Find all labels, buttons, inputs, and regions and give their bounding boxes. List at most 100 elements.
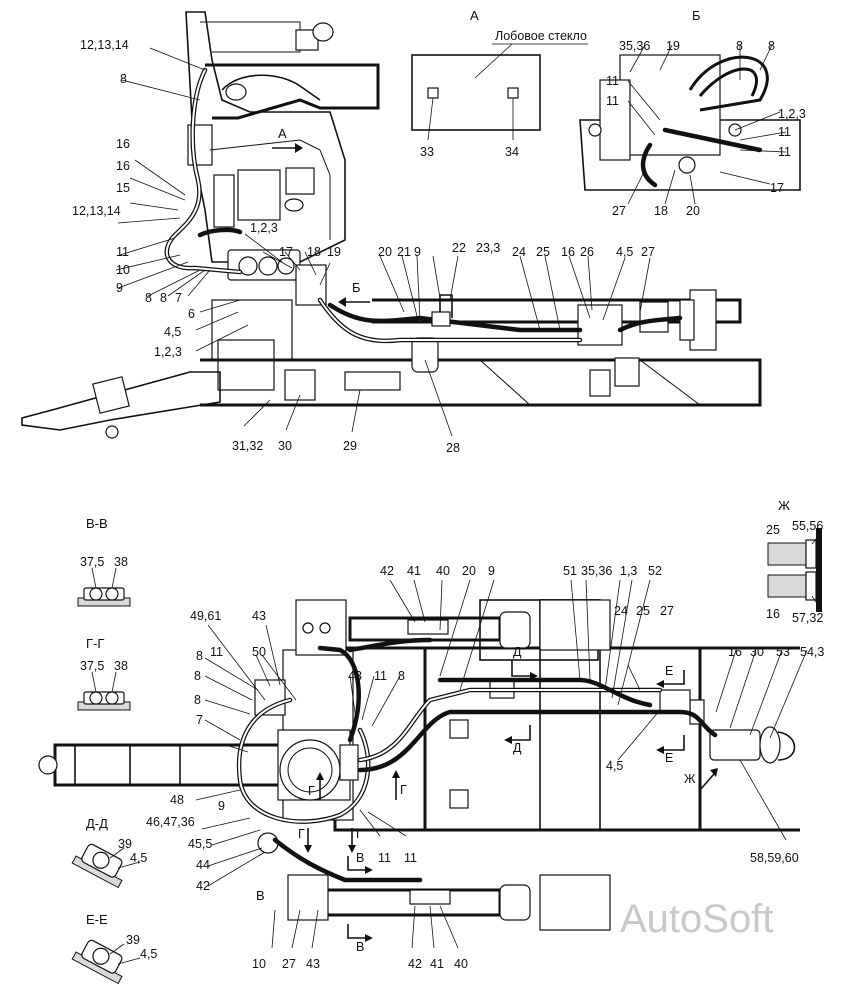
hose-return-bottom xyxy=(357,709,718,773)
zh-nut-2 xyxy=(805,571,817,601)
view-zh-title: Ж xyxy=(778,498,790,513)
top-leader-lines xyxy=(115,47,651,437)
filter xyxy=(344,371,401,391)
gearbox-lower xyxy=(217,339,275,391)
gg-leaders xyxy=(91,671,117,693)
valve-22 xyxy=(431,311,451,327)
part-33 xyxy=(427,87,439,99)
bottom-frame-cross xyxy=(423,648,702,830)
tower-pin-2 xyxy=(319,622,331,634)
label-33: 33 xyxy=(420,145,434,159)
label-40: 40 xyxy=(436,564,450,578)
label-27: 27 xyxy=(282,957,296,971)
label-20: 20 xyxy=(462,564,476,578)
swivel-44 xyxy=(257,832,279,854)
v-arrowhead-1 xyxy=(365,866,373,874)
label-16: 16 xyxy=(116,159,130,173)
boom-curve xyxy=(221,74,321,101)
label-20: 20 xyxy=(378,245,392,259)
zh-arrowhead xyxy=(710,768,718,777)
label-29: 29 xyxy=(343,439,357,453)
frame-rail-upper xyxy=(372,298,742,324)
label-8: 8 xyxy=(768,39,775,53)
distributor-ring xyxy=(287,747,333,793)
label-11: 11 xyxy=(210,645,223,659)
view-a-arrowhead xyxy=(295,143,303,153)
e-arrowhead-2 xyxy=(656,746,664,754)
label-45-5: 45,5 xyxy=(188,837,212,851)
g-arrowhead-1 xyxy=(316,772,324,780)
top-main-view: А Б 12,13,14 8 16 16 15 12,13,14 11 10 9… xyxy=(21,11,762,455)
label-9: 9 xyxy=(116,281,123,295)
label-11: 11 xyxy=(606,74,619,88)
g-arrowhead-4 xyxy=(348,845,356,853)
label-34: 34 xyxy=(505,145,519,159)
label-10: 10 xyxy=(116,263,130,277)
label-9: 9 xyxy=(488,564,495,578)
watermark: AutoSoft xyxy=(620,897,773,941)
d-arrow-2 xyxy=(512,725,531,741)
e-arrow-2 xyxy=(664,735,685,751)
engine-outline xyxy=(209,139,331,240)
zh-label: Ж xyxy=(684,772,696,786)
label-18: 18 xyxy=(307,245,321,259)
right-valve-body xyxy=(577,304,623,346)
clamp-41-top xyxy=(407,619,449,635)
label-51: 51 xyxy=(563,564,577,578)
part-34 xyxy=(507,87,519,99)
frame-rail-lower xyxy=(200,358,762,407)
frame-braces xyxy=(479,359,701,406)
label-10: 10 xyxy=(252,957,266,971)
ram-rings xyxy=(74,745,181,785)
label-42: 42 xyxy=(408,957,422,971)
gg-pipe-1 xyxy=(89,691,103,705)
label-8: 8 xyxy=(196,649,203,663)
view-a-leaders xyxy=(427,97,514,141)
label-58-59-60: 58,59,60 xyxy=(750,851,799,865)
section-gg-title: Г-Г xyxy=(86,636,104,651)
label-43: 43 xyxy=(252,609,266,623)
label-11: 11 xyxy=(378,851,391,865)
label-4-5: 4,5 xyxy=(606,759,623,773)
ram-cylinder xyxy=(53,743,282,787)
clamp-41-bottom xyxy=(409,889,451,905)
label-57-32: 57,32 xyxy=(792,611,823,625)
e-label-2: Е xyxy=(665,751,673,765)
label-28: 28 xyxy=(446,441,460,455)
v-label-2: В xyxy=(356,940,364,954)
cab-roof-detail xyxy=(200,21,301,53)
tower-pin-1 xyxy=(302,622,314,634)
section-dd: Д-Д 39 4,5 xyxy=(71,816,147,889)
label-38: 38 xyxy=(114,659,128,673)
engine-part xyxy=(285,167,315,195)
mirror xyxy=(312,22,334,42)
d-arrowhead-2 xyxy=(504,736,512,744)
view-a: А Лобовое стекло 33 34 xyxy=(411,8,588,159)
hose-upper-right xyxy=(327,302,583,333)
label-4-5: 4,5 xyxy=(616,245,633,259)
output-flange xyxy=(759,726,781,764)
zh-hose-16 xyxy=(767,574,807,598)
vv-pipe-2 xyxy=(105,587,119,601)
coupling xyxy=(639,301,669,333)
label-44: 44 xyxy=(196,858,210,872)
view-b-title: Б xyxy=(692,8,701,23)
label-52: 52 xyxy=(648,564,662,578)
zh-hose-25 xyxy=(767,542,807,566)
dd-leaders xyxy=(109,847,141,869)
windshield-leader xyxy=(474,43,588,79)
label-1-2-3: 1,2,3 xyxy=(250,221,278,235)
view-b-hose-loop-2 xyxy=(698,67,758,97)
label-24: 24 xyxy=(512,245,526,259)
label-9: 9 xyxy=(218,799,225,813)
windshield-panel xyxy=(411,54,541,131)
label-21: 21 xyxy=(397,245,411,259)
zh-arrow xyxy=(699,773,715,791)
label-24: 24 xyxy=(614,604,628,618)
block-4-5 xyxy=(659,689,691,713)
boom-arm xyxy=(205,63,380,120)
label-41: 41 xyxy=(430,957,444,971)
label-16: 16 xyxy=(561,245,575,259)
label-46-47-36: 46,47,36 xyxy=(146,815,195,829)
